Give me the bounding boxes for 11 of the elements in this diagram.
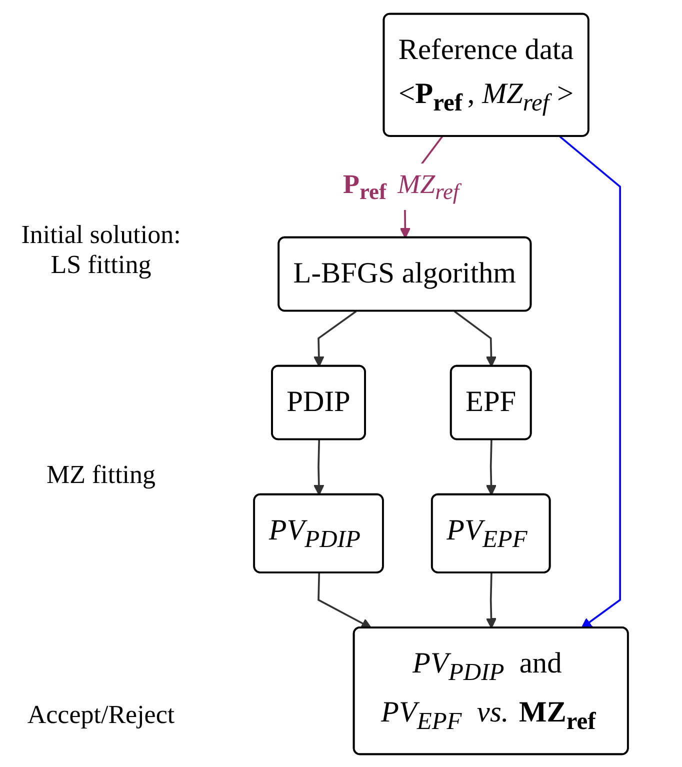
arrow	[559, 135, 621, 628]
arrow	[314, 310, 357, 366]
arrow	[486, 572, 497, 628]
stage-label: MZ fitting	[45, 460, 157, 490]
edge-label: P$_{ref}$ MZ$_{ref}$	[343, 168, 460, 204]
arrow	[318, 572, 372, 628]
stage-label: Initial solution: LS fitting	[20, 220, 182, 280]
arrow	[454, 310, 497, 366]
arrow	[314, 439, 324, 495]
arrow	[486, 439, 497, 495]
stage-label: Accept/Reject	[26, 700, 176, 730]
